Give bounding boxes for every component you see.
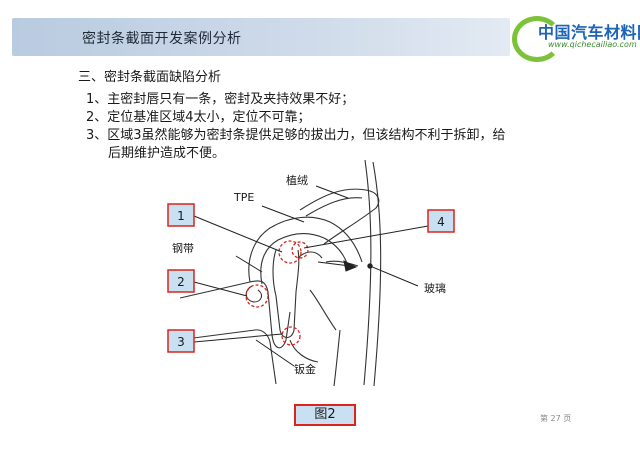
lower-clip: [245, 285, 263, 303]
flocking-lip-inner: [305, 197, 363, 217]
locator-tab: [297, 251, 323, 259]
logo-name: 中国汽车材料网: [538, 23, 640, 42]
leader-steel-band: [235, 255, 263, 273]
label-tpe: TPE: [233, 191, 254, 204]
seal-body-outer: [248, 216, 363, 283]
marker-3-label: 3: [177, 335, 185, 349]
flocking-lip: [299, 188, 380, 245]
marker-4: 4: [427, 209, 455, 233]
glass-contact-lip: [325, 260, 359, 267]
slide-title: 密封条截面开发案例分析: [82, 31, 242, 47]
steel-band-channel: [272, 249, 300, 339]
analysis-point-3: 3、区域3虽然能够为密封条提供足够的拔出力，但该结构不利于拆卸，给: [86, 128, 506, 143]
leader-marker-3: [193, 333, 283, 343]
analysis-point-2: 2、定位基准区域4太小，定位不可靠；: [86, 110, 311, 125]
body-panel-right: [333, 329, 341, 387]
figure-caption: 图2: [294, 404, 356, 426]
marker-1: 1: [167, 203, 195, 227]
page-number: 第 27 页: [540, 414, 572, 423]
glass-arrow-head: [343, 260, 358, 272]
marker-2-label: 2: [177, 275, 185, 289]
logo-ring-icon: [512, 16, 562, 62]
highlight-area-2: [245, 284, 269, 308]
logo-url: www.qichecailiao.com: [548, 40, 637, 49]
label-steel-band: 钢带: [172, 242, 194, 255]
analysis-point-1: 1、主密封唇只有一条，密封及夹持效果不好；: [86, 92, 355, 107]
highlight-area-1: [278, 240, 302, 264]
marker-1-label: 1: [177, 209, 185, 223]
leader-sheet-metal: [255, 339, 295, 367]
body-panel-flange: [309, 289, 337, 331]
marker-4-label: 4: [437, 215, 445, 229]
leader-glass: [369, 265, 419, 287]
marker-3: 3: [167, 329, 195, 353]
analysis-point-3-continued: 后期维护造成不便。: [108, 146, 226, 161]
glass-dot: [367, 263, 373, 269]
glass-pane-outline: [363, 159, 372, 386]
highlight-area-4: [291, 241, 309, 259]
highlight-area-3: [281, 326, 301, 346]
label-flocking: 植绒: [286, 173, 308, 187]
section-heading: 三、密封条截面缺陷分析: [78, 70, 222, 85]
leader-marker-4: [303, 225, 429, 249]
bottom-lip: [289, 339, 319, 363]
glass-pane-inner: [372, 161, 382, 387]
seal-body-inner: [260, 233, 349, 285]
marker-2: 2: [167, 269, 195, 293]
leader-marker-2: [193, 281, 248, 297]
leader-flocking: [315, 185, 349, 199]
site-logo: 中国汽车材料网 www.qichecailiao.com: [512, 10, 640, 62]
header-band: [12, 18, 510, 56]
label-sheet-metal: 钣金: [294, 362, 316, 376]
label-glass: 玻璃: [424, 281, 446, 295]
leader-marker-1: [193, 215, 283, 253]
leader-tpe: [261, 205, 305, 223]
sheet-metal-outline: [179, 280, 291, 349]
sheet-metal-lower: [177, 329, 277, 385]
